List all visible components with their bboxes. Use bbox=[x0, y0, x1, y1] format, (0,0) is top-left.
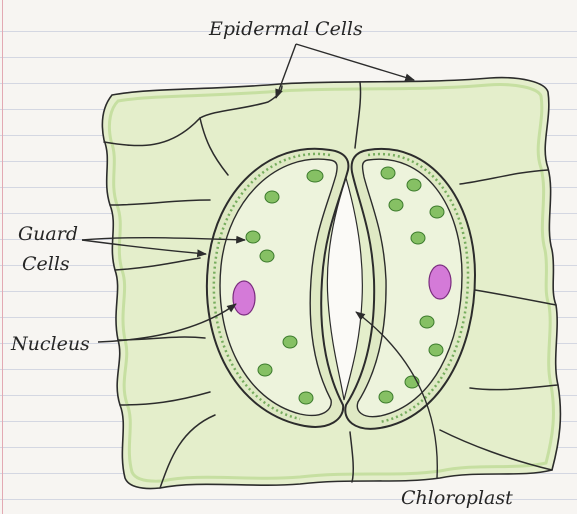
label-nucleus: Nucleus bbox=[10, 333, 90, 355]
nucleus-right bbox=[429, 265, 451, 299]
label-chloroplast: Chloroplast bbox=[401, 487, 513, 509]
label-cells: Cells bbox=[22, 253, 70, 275]
nucleus-left bbox=[233, 281, 255, 315]
label-epidermal-cells: Epidermal Cells bbox=[208, 18, 363, 40]
epidermal-pointer-right bbox=[296, 44, 414, 80]
label-guard: Guard bbox=[18, 223, 78, 245]
